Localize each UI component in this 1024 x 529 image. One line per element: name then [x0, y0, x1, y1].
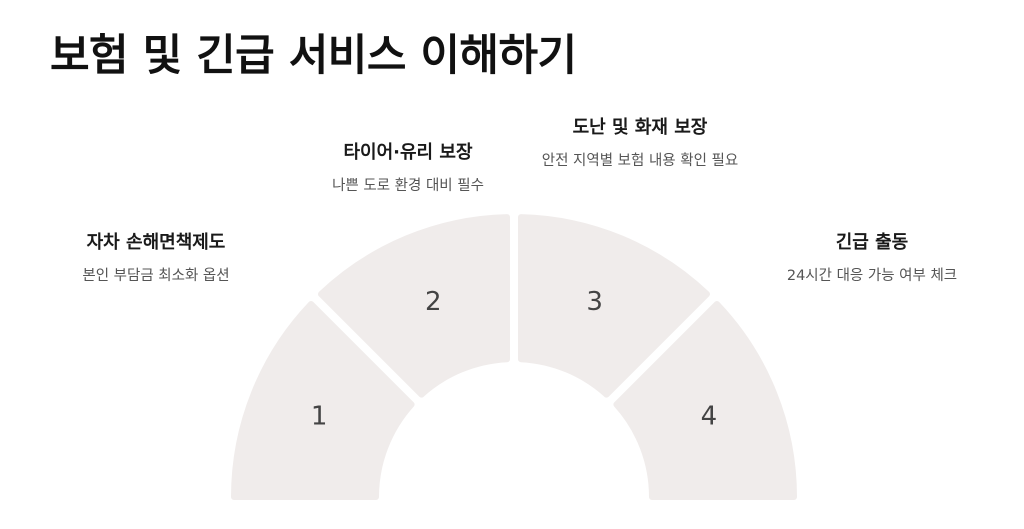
item-2-title: 타이어·유리 보장 [343, 142, 473, 163]
segment-3-number: 3 [586, 287, 603, 317]
segment-4 [613, 301, 797, 500]
segment-2-number: 2 [425, 287, 442, 317]
item-2-description: 나쁜 도로 환경 대비 필수 [332, 178, 484, 194]
item-2-text: 타이어·유리 보장 나쁜 도로 환경 대비 필수 [292, 140, 524, 198]
page-title: 보험 및 긴급 서비스 이해하기 [50, 31, 577, 81]
item-1-description: 본인 부담금 최소화 옵션 [82, 268, 230, 284]
item-3-text: 도난 및 화재 보장 안전 지역별 보험 내용 확인 필요 [524, 115, 756, 173]
item-4-title: 긴급 출동 [835, 232, 909, 253]
item-4-description: 24시간 대응 가능 여부 체크 [786, 268, 958, 284]
segment-1 [231, 301, 415, 500]
item-3-title: 도난 및 화재 보장 [572, 117, 708, 138]
item-1-title: 자차 손해면책제도 [86, 232, 226, 253]
item-3-description: 안전 지역별 보험 내용 확인 필요 [541, 153, 739, 169]
segment-2 [318, 214, 510, 398]
segment-1-number: 1 [311, 401, 328, 431]
item-1-text: 자차 손해면책제도 본인 부담금 최소화 옵션 [40, 230, 272, 288]
segment-4-number: 4 [701, 401, 718, 431]
segment-3 [518, 214, 710, 398]
item-4-text: 긴급 출동 24시간 대응 가능 여부 체크 [756, 230, 988, 288]
